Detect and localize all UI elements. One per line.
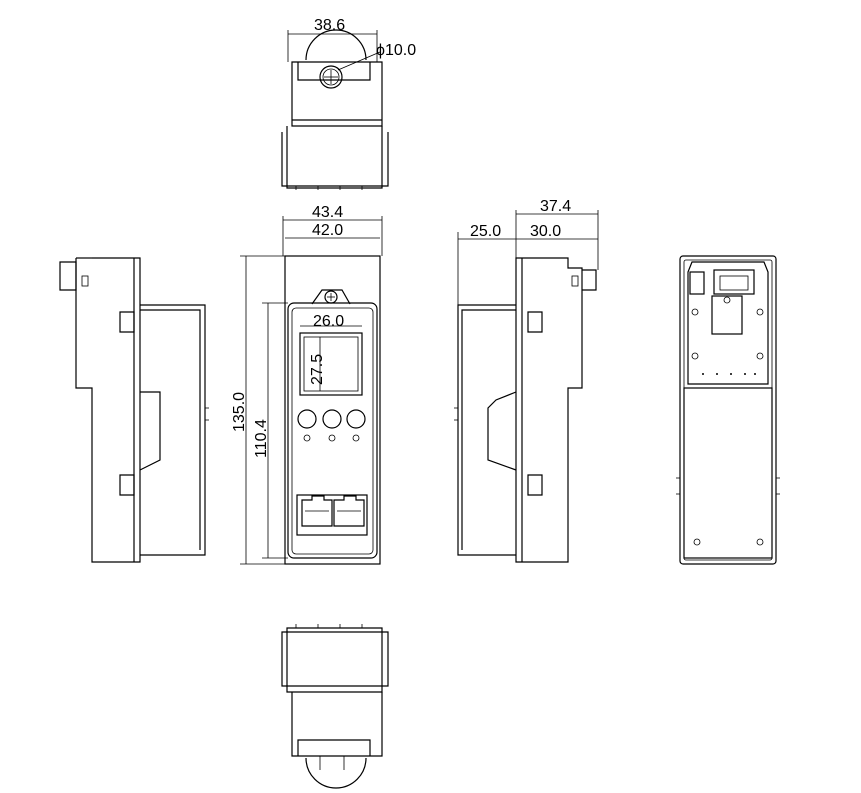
display-window [299, 332, 363, 396]
top-view: 38.6 ϕ10.0 [281, 17, 416, 190]
left-side-view [59, 257, 209, 563]
dim-display-width: 26.0 [313, 313, 344, 330]
right-side-view: 37.4 25.0 30.0 [454, 198, 599, 563]
led-1 [303, 434, 311, 442]
dim-front-outer-width: 43.4 [312, 204, 343, 221]
dim-side-total: 37.4 [540, 198, 571, 215]
dim-top-width: 38.6 [314, 17, 345, 34]
rj45-ports [296, 494, 368, 536]
front-view: 43.4 42.0 135.0 110.4 26.0 27.5 [231, 204, 383, 565]
dim-side-front: 30.0 [530, 223, 561, 240]
dim-front-inner-height: 110.4 [253, 419, 270, 458]
dim-side-back: 25.0 [470, 223, 501, 240]
button-3 [346, 409, 366, 429]
led-2 [328, 434, 336, 442]
dim-front-height: 135.0 [231, 392, 248, 432]
bottom-view [281, 624, 389, 789]
button-1 [297, 409, 317, 429]
dim-display-height: 27.5 [309, 354, 326, 385]
button-2 [322, 409, 342, 429]
screw-head-front [324, 290, 338, 304]
screw-head-top [319, 65, 343, 89]
dim-top-diameter: ϕ10.0 [376, 42, 416, 59]
led-3 [352, 434, 360, 442]
rear-view [676, 255, 780, 565]
dim-front-inner-width: 42.0 [312, 222, 343, 239]
